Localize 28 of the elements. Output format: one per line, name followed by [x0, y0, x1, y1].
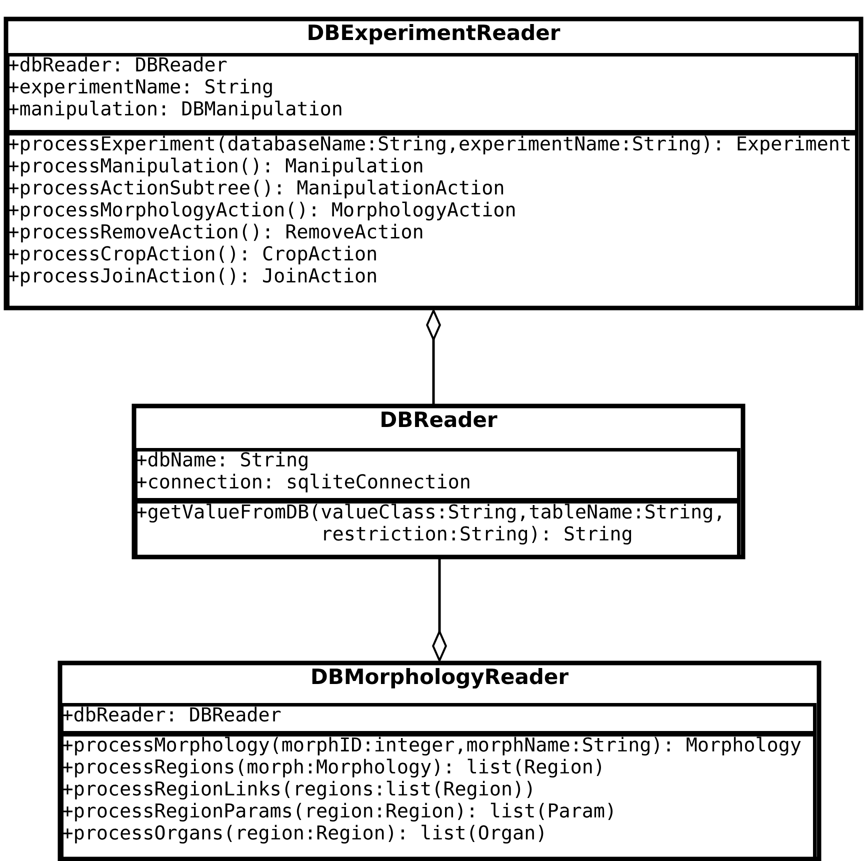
method-text: +processCropAction(): CropAction	[8, 246, 376, 264]
method-text: +processOrgans(region:Region): list(Organ)	[62, 824, 544, 844]
method-text: +processJoinAction(): JoinAction	[8, 268, 376, 286]
method-text: +processMorphologyAction(): MorphologyAction	[8, 202, 515, 220]
class-box	[132, 404, 746, 560]
attribute-text: +manipulation: DBManipulation	[8, 100, 342, 120]
method-text: +processMorphology(morphID:integer,morphName:String): Morphology	[62, 736, 801, 756]
attribute-compartment	[6, 53, 858, 134]
method-text: +processRegionParams(region:Region): list(Param)	[62, 802, 613, 822]
method-text: +processManipulation(): Manipulation	[8, 158, 422, 176]
class-box	[58, 660, 822, 861]
class-name: DBReader	[382, 411, 498, 428]
class-box	[4, 16, 864, 310]
attribute-text: +connection: sqliteConnection	[136, 474, 470, 492]
method-text: +processRegions(morph:Morphology): list(Region)	[62, 758, 601, 778]
method-text: +getValueFromDB(valueClass:String,tableName:String, restriction:String): String	[136, 504, 721, 545]
class-name: DBExperimentReader	[308, 24, 560, 44]
attribute-text: +dbReader: DBReader	[62, 706, 281, 722]
method-text: +processRemoveAction(): RemoveAction	[8, 224, 422, 242]
attribute-text: +dbName: String	[136, 452, 308, 470]
attribute-text: +dbReader: DBReader	[8, 56, 227, 72]
class-name: DBMorphologyReader	[312, 668, 568, 688]
attribute-compartment	[60, 703, 816, 734]
method-text: +processRegionLinks(regions:list(Region))	[62, 780, 532, 800]
method-text: +processActionSubtree(): ManipulationAction	[8, 180, 504, 198]
attribute-text: +experimentName: String	[8, 78, 272, 98]
method-text: +processExperiment(databaseName:String,experimentName:String): Experiment	[8, 136, 850, 154]
attribute-compartment	[134, 448, 740, 502]
